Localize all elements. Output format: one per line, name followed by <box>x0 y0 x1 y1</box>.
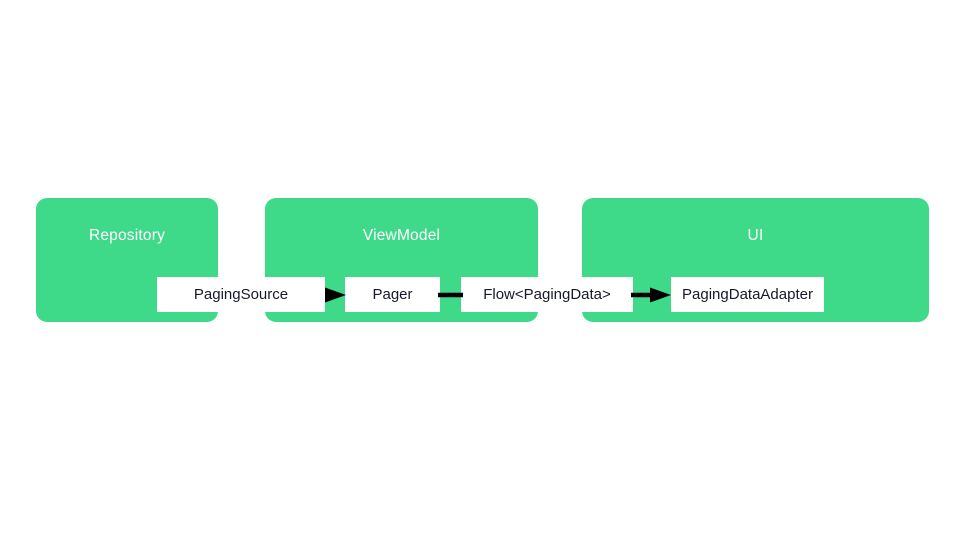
node-paging-data-adapter: PagingDataAdapter <box>671 277 824 312</box>
arrow-paging-source-to-pager <box>322 283 348 307</box>
node-paging-source: PagingSource <box>157 277 325 312</box>
line-pager-to-flow-paging-data <box>438 287 463 303</box>
arrow-flow-paging-data-to-paging-data-adapter <box>631 283 673 307</box>
layer-title-viewmodel: ViewModel <box>362 227 441 244</box>
layer-title-repository: Repository <box>88 227 166 244</box>
layer-box-repository: Repository <box>36 198 218 322</box>
layer-title-ui: UI <box>747 227 764 244</box>
node-flow-paging-data: Flow<PagingData> <box>461 277 633 312</box>
node-pager: Pager <box>345 277 440 312</box>
